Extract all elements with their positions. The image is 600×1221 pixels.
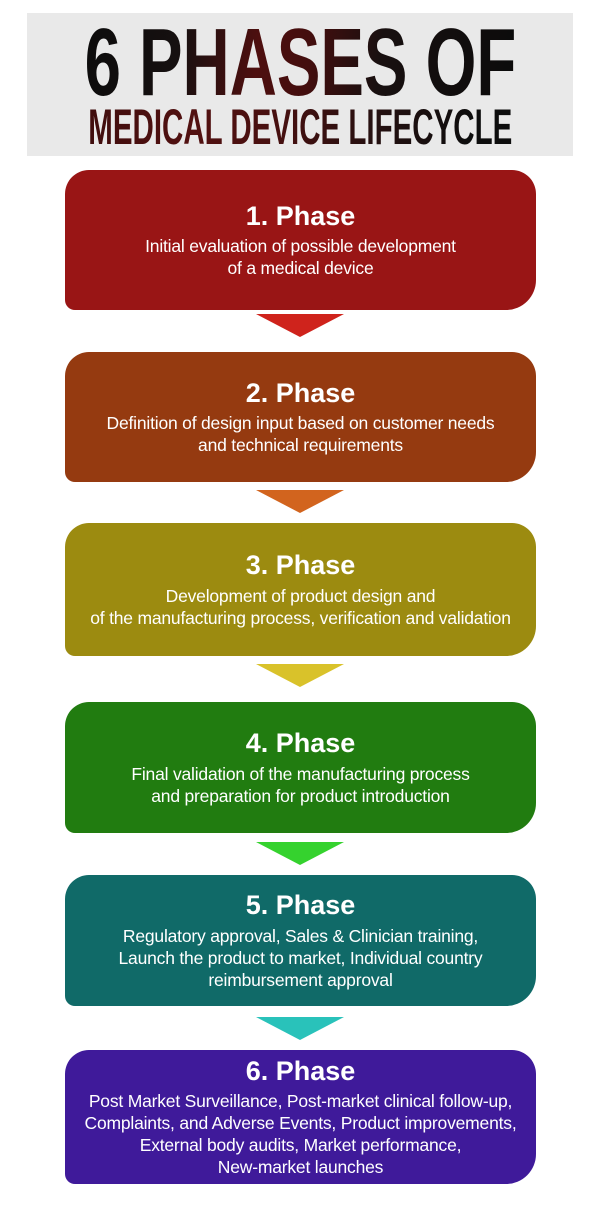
phase-3-box: 3. Phase Development of product design a… bbox=[65, 523, 536, 656]
phase-6-line-3: External body audits, Market performance… bbox=[139, 1135, 462, 1156]
phase-1-heading: 1. Phase bbox=[245, 200, 356, 231]
phase-2-heading: 2. Phase bbox=[245, 377, 356, 408]
phase-2-line-1: Definition of design input based on cust… bbox=[106, 413, 495, 434]
phase-1-line-2: of a medical device bbox=[227, 258, 374, 279]
phase-2-line-2: and technical requirements bbox=[198, 435, 403, 456]
phase-6-heading: 6. Phase bbox=[245, 1055, 356, 1086]
phase-6-line-1: Post Market Surveillance, Post-market cl… bbox=[88, 1091, 513, 1112]
phase-6-line-4: New-market launches bbox=[217, 1157, 384, 1178]
subtitle: MEDICAL DEVICE LIFECYCLE bbox=[88, 98, 512, 155]
phase-3-line-1: Development of product design and bbox=[165, 585, 436, 606]
phase-5-line-1: Regulatory approval, Sales & Clinician t… bbox=[122, 925, 479, 946]
arrow-down-icon-1 bbox=[256, 314, 344, 337]
phase-6-box: 6. Phase Post Market Surveillance, Post-… bbox=[65, 1050, 536, 1184]
arrow-down-icon-2 bbox=[256, 490, 344, 513]
arrow-down-icon-4 bbox=[256, 842, 344, 865]
phase-2-box: 2. Phase Definition of design input base… bbox=[65, 352, 536, 482]
phase-5-line-2: Launch the product to market, Individual… bbox=[118, 947, 483, 968]
phase-6-line-2: Complaints, and Adverse Events, Product … bbox=[84, 1113, 517, 1134]
phase-3-heading: 3. Phase bbox=[245, 550, 356, 581]
phase-5-line-3: reimbursement approval bbox=[208, 969, 393, 990]
header-panel: 6 PHASES OF MEDICAL DEVICE LIFECYCLE bbox=[27, 13, 573, 156]
phase-1-line-1: Initial evaluation of possible developme… bbox=[145, 236, 456, 257]
main-title: 6 PHASES OF bbox=[84, 8, 516, 116]
phase-3-line-2: of the manufacturing process, verificati… bbox=[90, 607, 511, 628]
phase-4-heading: 4. Phase bbox=[245, 728, 356, 759]
arrow-down-icon-3 bbox=[256, 664, 344, 687]
phase-4-line-2: and preparation for product introduction bbox=[151, 785, 450, 806]
phase-5-heading: 5. Phase bbox=[245, 890, 356, 921]
phase-5-box: 5. Phase Regulatory approval, Sales & Cl… bbox=[65, 875, 536, 1006]
phase-4-box: 4. Phase Final validation of the manufac… bbox=[65, 702, 536, 833]
phase-4-line-1: Final validation of the manufacturing pr… bbox=[131, 763, 470, 784]
phase-1-box: 1. Phase Initial evaluation of possible … bbox=[65, 170, 536, 310]
arrow-down-icon-5 bbox=[256, 1017, 344, 1040]
